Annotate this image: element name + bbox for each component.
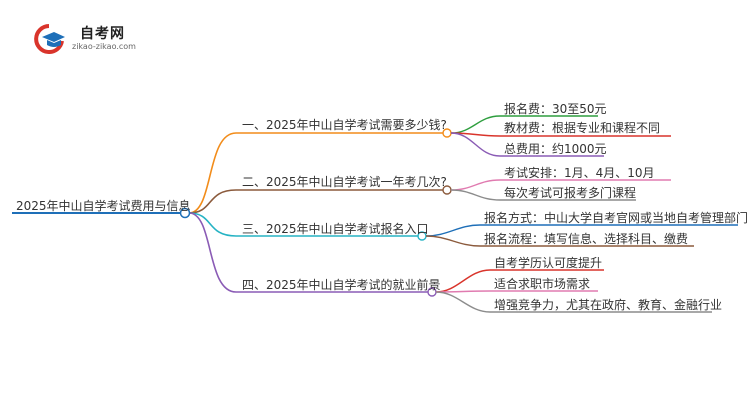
branch-4-child-1-label: 自考学历认可度提升 bbox=[494, 256, 603, 270]
branch-2-label: 二、2025年中山自学考试一年考几次? bbox=[242, 175, 447, 189]
branch-2-child-2-connector bbox=[450, 189, 501, 201]
branch-1-label: 一、2025年中山自学考试需要多少钱? bbox=[242, 118, 447, 132]
branch-3-connector bbox=[188, 212, 237, 237]
branch-4-child-3-label: 增强竞争力，尤其在政府、教育、金融行业 bbox=[494, 298, 723, 312]
root-topic-label: 2025年中山自学考试费用与信息 bbox=[16, 199, 191, 213]
branch-2-child-1-connector bbox=[450, 179, 501, 191]
root-node bbox=[179, 207, 191, 219]
branch-1-child-1-connector bbox=[450, 115, 501, 134]
site-logo[interactable]: 自考网 zikao-zikao.com bbox=[32, 18, 142, 58]
branch-1-child-2-label: 教材费：根据专业和课程不同 bbox=[504, 121, 661, 135]
branch-4-child-1-connector bbox=[435, 269, 491, 293]
branch-2-connector bbox=[188, 189, 237, 214]
branch-3-label: 三、2025年中山自学考试报名入口 bbox=[242, 222, 429, 236]
branch-1-child-3-connector bbox=[450, 132, 501, 157]
branch-2-child-2-label: 每次考试可报考多门课程 bbox=[504, 186, 637, 200]
branch-3-child-2-label: 报名流程：填写信息、选择科目、缴费 bbox=[484, 232, 689, 246]
logo-subtitle: zikao-zikao.com bbox=[72, 42, 136, 51]
branch-3-child-1-connector bbox=[425, 224, 481, 237]
branch-2-child-1-label: 考试安排：1月、4月、10月 bbox=[504, 166, 655, 180]
graduation-cap-icon bbox=[34, 24, 65, 54]
branch-4-child-3-connector bbox=[435, 291, 491, 313]
branch-1-child-3-label: 总费用：约1000元 bbox=[504, 142, 607, 156]
branch-4-label: 四、2025年中山自学考试的就业前景 bbox=[242, 278, 441, 292]
branch-1-connector bbox=[188, 132, 237, 214]
branch-4-connector bbox=[188, 212, 237, 293]
branch-3-child-1-label: 报名方式：中山大学自考官网或当地自考管理部门 bbox=[484, 211, 749, 225]
logo-title: 自考网 bbox=[80, 26, 125, 42]
branch-1-child-1-label: 报名费：30至50元 bbox=[504, 102, 607, 116]
branch-4-child-2-label: 适合求职市场需求 bbox=[494, 277, 591, 291]
branch-3-child-2-connector bbox=[425, 235, 481, 247]
